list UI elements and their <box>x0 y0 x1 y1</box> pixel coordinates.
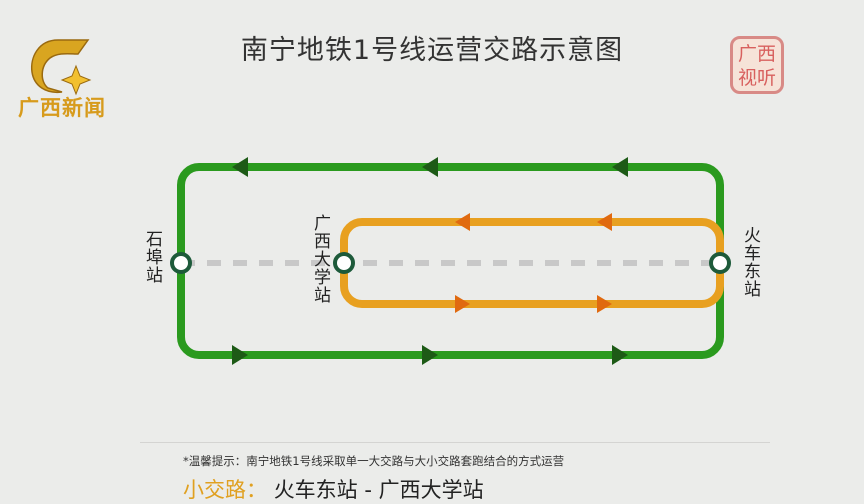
note-text: *温馨提示：南宁地铁1号线采取单一大交路与大小交路套跑结合的方式运营 <box>183 454 565 468</box>
arrow-left-icon <box>597 213 612 231</box>
page-title: 南宁地铁1号线运营交路示意图 <box>240 35 624 66</box>
seal-line2: 视听 <box>737 67 776 89</box>
station-railway-east <box>709 252 731 274</box>
arrow-right-icon <box>422 345 438 365</box>
logo-text: 广西新闻 <box>18 96 106 120</box>
arrow-right-icon <box>612 345 628 365</box>
arrow-right-icon <box>232 345 248 365</box>
small-route-caption: 小交路： 火车东站 - 广西大学站 <box>183 474 484 504</box>
arrow-left-icon <box>455 213 470 231</box>
small-route-key: 小交路： <box>183 478 267 502</box>
small-route-value: 火车东站 - 广西大学站 <box>273 478 484 502</box>
station-label-shibu: 石埠站 <box>142 230 162 284</box>
arrow-left-icon <box>612 157 628 177</box>
divider <box>140 442 770 443</box>
arrow-right-icon <box>597 295 612 313</box>
station-label-railway-east: 火车东站 <box>740 226 760 298</box>
station-label-guangxi-university: 广西大学站 <box>310 214 330 304</box>
station-guangxi-university <box>333 252 355 274</box>
guangxi-shiting-seal: 广西 视听 <box>730 36 784 94</box>
station-shibu <box>170 252 192 274</box>
arrow-left-icon <box>232 157 248 177</box>
guangxi-news-logo-icon <box>30 39 92 96</box>
seal-line1: 广西 <box>737 43 776 65</box>
arrow-left-icon <box>422 157 438 177</box>
route-diagram <box>170 157 731 365</box>
arrow-right-icon <box>455 295 470 313</box>
